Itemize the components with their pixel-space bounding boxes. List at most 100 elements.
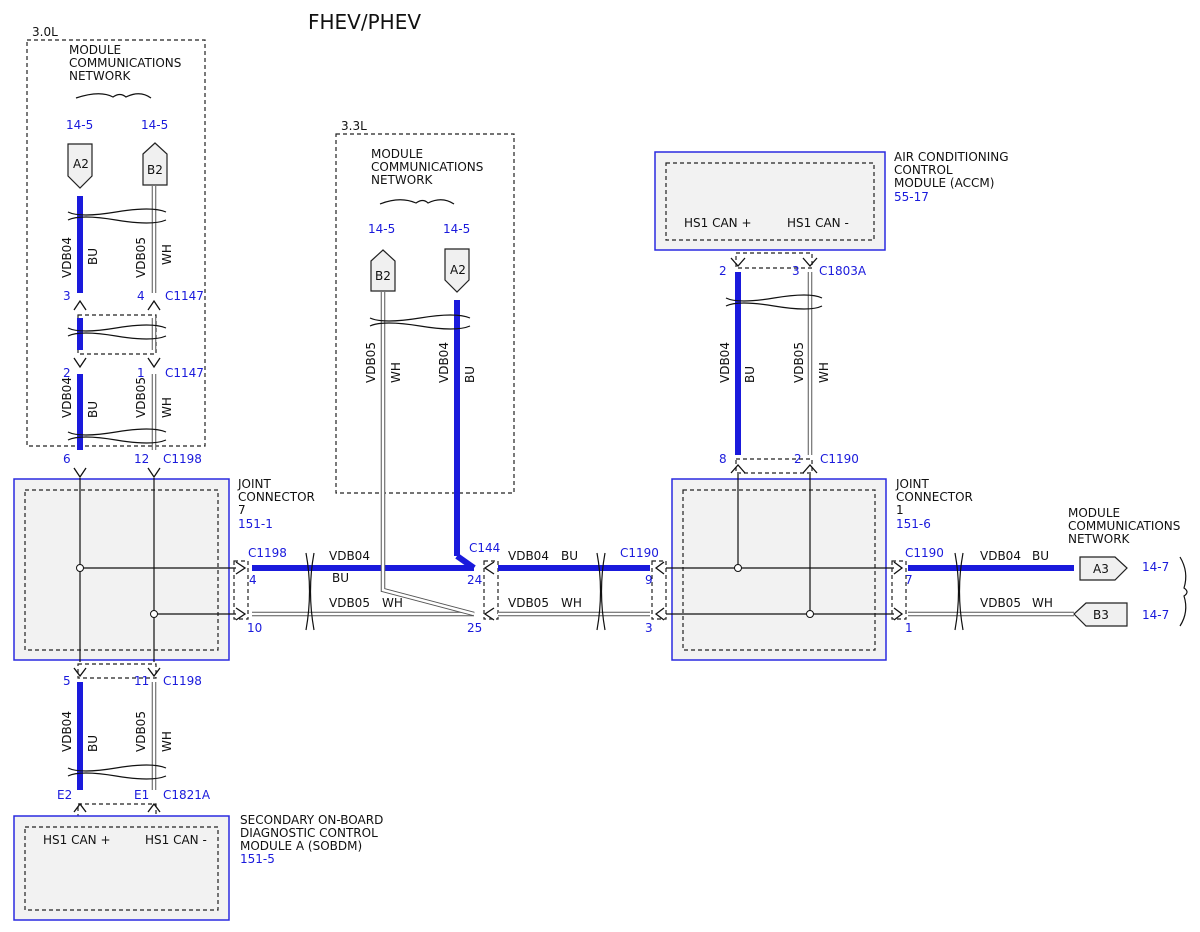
pin-1: 1 [137, 366, 145, 380]
connector-c1821a: C1821A [163, 788, 211, 802]
arrow-down-icon [73, 467, 87, 479]
ref-a3: 14-7 [1142, 560, 1169, 574]
twist-icon [725, 302, 823, 310]
pin-4-j7: 4 [249, 573, 257, 587]
engine-33-conn-b2: B2 [375, 269, 391, 283]
connector-c1190-left-housing [651, 560, 667, 620]
connector-c1190-left: C1190 [620, 546, 659, 560]
brace-icon [75, 93, 152, 99]
connector-c1198-right: C1198 [248, 546, 287, 560]
label-bu: BU [86, 248, 100, 265]
arrow-right-icon [235, 561, 247, 575]
engine-30-label: 3.0L [32, 25, 58, 39]
label-wh-accm: WH [817, 362, 831, 383]
label-vdb04-h: VDB04 [329, 549, 370, 563]
arrow-down-icon [73, 357, 87, 369]
arrow-right-icon [893, 561, 904, 575]
engine-33-boundary [335, 133, 515, 494]
engine-33-label: 3.3L [341, 119, 367, 133]
joint1-label-2: CONNECTOR [896, 490, 973, 504]
arrow-up-icon [147, 299, 161, 311]
pin-2: 2 [63, 366, 71, 380]
pin-3-j1: 3 [645, 621, 653, 635]
splice-point [76, 564, 84, 572]
connector-b3-icon [1073, 602, 1128, 627]
twist-icon [67, 772, 167, 780]
label-vdb05-accm: VDB05 [792, 342, 806, 383]
twisted-pair-section [77, 314, 157, 355]
joint7-label-1: JOINT [237, 477, 272, 491]
joint7-label-2: CONNECTOR [238, 490, 315, 504]
label-vdb04-v: VDB04 [437, 342, 451, 383]
twist-icon [67, 428, 167, 436]
twist-icon [600, 552, 606, 631]
connector-c1803a-housing [735, 252, 813, 269]
twist-icon [67, 324, 167, 332]
ref-b3: 14-7 [1142, 608, 1169, 622]
arrow-down-icon [73, 667, 87, 678]
diagram-title: FHEV/PHEV [308, 10, 421, 34]
label-wh-bottom: WH [160, 731, 174, 752]
joint-connector-1-inner [682, 489, 876, 651]
accm-label-2: CONTROL [894, 163, 953, 177]
twist-icon [596, 552, 602, 631]
arrow-down-icon [147, 357, 161, 369]
brace-icon [1179, 556, 1188, 627]
label-vdb05-v: VDB05 [364, 342, 378, 383]
connector-a2-icon [444, 248, 470, 293]
conn-b3: B3 [1093, 608, 1109, 622]
accm-ref: 55-17 [894, 190, 929, 204]
connector-c1198-housing [233, 560, 249, 620]
arrow-right-icon [893, 607, 904, 621]
label-bu-v: BU [463, 366, 477, 383]
twist-icon [369, 314, 471, 322]
connector-c1190-top: C1190 [820, 452, 859, 466]
label-bu-h: BU [332, 571, 349, 585]
pin-9: 9 [645, 573, 653, 587]
engine-33-ref-b2: 14-5 [368, 222, 395, 236]
connector-c1198-bottom-housing [77, 663, 157, 679]
wire-vdb05-core [381, 292, 475, 616]
sobdm-can-plus: HS1 CAN + [43, 833, 111, 847]
twist-icon [305, 552, 311, 631]
arrow-down-icon [730, 257, 746, 267]
engine-30-ref-a2: 14-5 [66, 118, 93, 132]
pin-4: 4 [137, 289, 145, 303]
label-wh-right: WH [1032, 596, 1053, 610]
label-vdb05-right: VDB05 [980, 596, 1021, 610]
label-vdb04-right: VDB04 [980, 549, 1021, 563]
engine-30-boundary [26, 39, 206, 447]
joint1-label-1: JOINT [895, 477, 930, 491]
connector-a2-icon [67, 143, 93, 189]
engine-33-network-label-2: COMMUNICATIONS [371, 160, 483, 174]
twist-icon [67, 764, 167, 772]
engine-30-network-label-3: NETWORK [69, 69, 132, 83]
twist-icon [954, 552, 960, 631]
label-wh-h2: WH [561, 596, 582, 610]
arrow-right-icon [235, 607, 247, 621]
joint7-label-3: 7 [238, 503, 246, 517]
label-bu-right: BU [1032, 549, 1049, 563]
pin-25: 25 [467, 621, 482, 635]
network-right-label-3: NETWORK [1068, 532, 1131, 546]
pin-2-j1: 2 [794, 452, 802, 466]
splice-point [806, 610, 814, 618]
arrow-left-icon [654, 561, 665, 575]
twist-icon [67, 208, 167, 216]
connector-c1198-bottom: C1198 [163, 674, 202, 688]
sobdm-ref: 151-5 [240, 852, 275, 866]
arrow-up-icon [802, 464, 818, 474]
pin-12: 12 [134, 452, 149, 466]
label-bu-h2: BU [561, 549, 578, 563]
pin-7: 7 [905, 573, 913, 587]
conn-a3: A3 [1093, 562, 1109, 576]
label-vdb04: VDB04 [60, 377, 74, 418]
pin-11: 11 [134, 674, 149, 688]
sobdm-label-3: MODULE A (SOBDM) [240, 839, 362, 853]
arrow-left-icon [483, 561, 495, 575]
label-wh: WH [160, 397, 174, 418]
pin-24: 24 [467, 573, 482, 587]
twist-icon [309, 552, 315, 631]
connector-c144: C144 [469, 541, 500, 555]
label-bu-bottom: BU [86, 735, 100, 752]
